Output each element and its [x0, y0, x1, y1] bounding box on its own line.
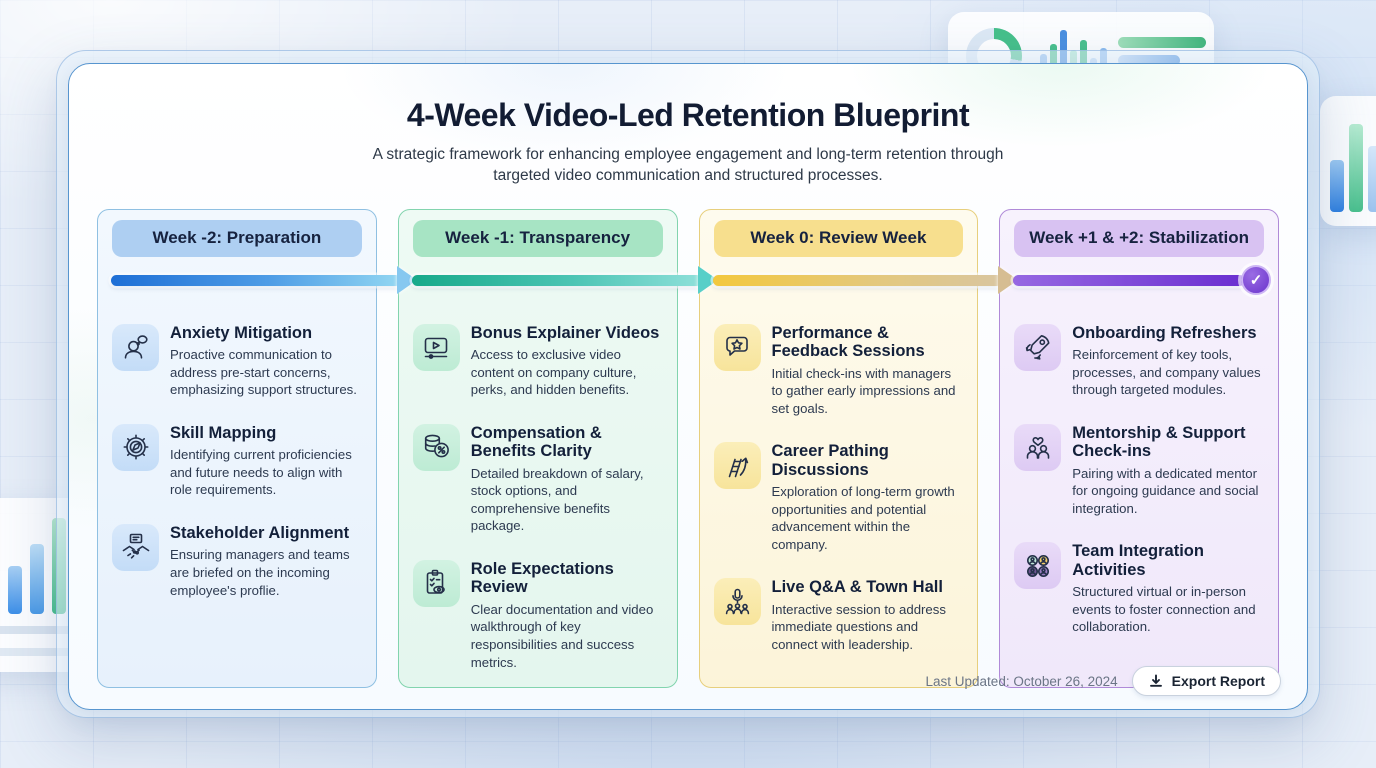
- item-description: Detailed breakdown of salary, stock opti…: [470, 465, 644, 534]
- item-title: Skill Mapping: [170, 423, 277, 442]
- coins-percent-icon: [425, 434, 450, 458]
- video-play-icon: [424, 337, 448, 360]
- export-report-label: Export Report: [1171, 673, 1265, 689]
- item-title: Anxiety Mitigation: [170, 323, 313, 342]
- list-item: Stakeholder Alignment Ensuring managers …: [112, 523, 362, 599]
- item-description: Access to exclusive video content on com…: [470, 347, 637, 398]
- list-item: Live Q&A & Town Hall Interactive session…: [713, 578, 964, 653]
- item-description: Initial check-ins with managers to gathe…: [771, 365, 956, 416]
- item-title: Compensation & Benefits Clarity: [470, 423, 602, 461]
- item-title: Bonus Explainer Videos: [470, 323, 660, 342]
- page-title: 4-Week Video-Led Retention Blueprint: [406, 97, 970, 133]
- item-title: Performance & Feedback Sessions: [771, 323, 925, 361]
- chat-star-icon: [726, 336, 748, 357]
- icon-tile: [412, 559, 460, 607]
- icon-tile: [112, 523, 159, 571]
- clipboard-eye-icon: [426, 570, 446, 595]
- column-week-minus-2: Week -2: Preparation Anxiety Mitigation …: [97, 208, 377, 689]
- icon-tile: [1014, 542, 1062, 590]
- page-subtitle: A strategic framework for enhancing empl…: [372, 146, 1004, 185]
- item-title: Mentorship & Support Check-ins: [1072, 423, 1246, 461]
- column-header-badge: Week -2: Preparation: [112, 219, 362, 257]
- item-description: Interactive session to address immediate…: [771, 601, 946, 653]
- item-title: Onboarding Refreshers: [1072, 323, 1257, 342]
- list-item: Onboarding Refreshers Reinforcement of k…: [1014, 323, 1264, 399]
- item-description: Ensuring managers and teams are briefed …: [170, 547, 350, 598]
- item-description: Proactive communication to address pre-s…: [170, 347, 357, 398]
- gear-compass-icon: [123, 434, 148, 460]
- icon-tile: [112, 323, 159, 371]
- icon-tile: [713, 578, 761, 626]
- item-description: Structured virtual or in-person events t…: [1072, 584, 1256, 635]
- icon-tile: [1014, 323, 1062, 371]
- list-item: Team Integration Activities Structured v…: [1014, 542, 1264, 636]
- text-line-decor: [0, 648, 106, 656]
- item-title: Role Expectations Review: [470, 559, 614, 597]
- green-bar-pill-decor: [1118, 37, 1206, 48]
- item-description: Reinforcement of key tools, processes, a…: [1072, 347, 1261, 398]
- icon-tile: [412, 423, 460, 471]
- list-item: Bonus Explainer Videos Access to exclusi…: [412, 323, 663, 399]
- blueprint-card: 4-Week Video-Led Retention Blueprint A s…: [68, 63, 1308, 710]
- item-title: Career Pathing Discussions: [771, 442, 889, 479]
- list-item: Career Pathing Discussions Exploration o…: [713, 442, 964, 553]
- list-item: Performance & Feedback Sessions Initial …: [713, 323, 964, 418]
- person-thought-icon: [124, 335, 148, 359]
- column-header-badge: Week -1: Transparency: [412, 219, 663, 257]
- rocket-icon: [1025, 335, 1050, 360]
- column-week-plus-1-2: Week +1 & +2: Stabilization Onboarding R…: [999, 208, 1279, 689]
- icon-tile: [412, 323, 460, 371]
- list-item: Role Expectations Review Clear documenta…: [412, 559, 663, 671]
- item-description: Exploration of long-term growth opportun…: [771, 484, 955, 552]
- column-header-badge: Week 0: Review Week: [713, 219, 964, 257]
- item-description: Identifying current proficiencies and fu…: [170, 447, 352, 498]
- item-description: Clear documentation and video walkthroug…: [470, 601, 654, 670]
- column-week-0: Week 0: Review Week Performance & Feedba…: [698, 208, 979, 689]
- column-header-badge: Week +1 & +2: Stabilization: [1014, 219, 1264, 257]
- people-heart-icon: [1026, 437, 1050, 460]
- icon-tile: [713, 442, 761, 490]
- item-description: Pairing with a dedicated mentor for ongo…: [1072, 465, 1259, 516]
- column-week-minus-1: Week -1: Transparency Bonus Explainer Vi…: [397, 208, 678, 689]
- list-item: Anxiety Mitigation Proactive communicati…: [112, 323, 362, 399]
- timeline-columns: Week -2: Preparation Anxiety Mitigation …: [97, 208, 1279, 689]
- microphone-audience-icon: [725, 588, 750, 615]
- handshake-document-icon: [122, 534, 149, 560]
- ladder-arrow-icon: [728, 457, 749, 478]
- team-avatars-icon: [1026, 554, 1049, 577]
- decor-chart-card-right: [1320, 96, 1376, 226]
- last-updated-text: Last Updated: October 26, 2024: [925, 673, 1118, 689]
- icon-tile: [112, 423, 159, 471]
- icon-tile: [713, 323, 761, 371]
- item-title: Stakeholder Alignment: [170, 523, 350, 542]
- export-report-button[interactable]: Export Report: [1131, 666, 1281, 696]
- list-item: Skill Mapping Identifying current profic…: [112, 423, 362, 499]
- item-title: Live Q&A & Town Hall: [771, 578, 943, 597]
- icon-tile: [1014, 423, 1062, 471]
- list-item: Compensation & Benefits Clarity Detailed…: [412, 423, 663, 535]
- card-footer: Last Updated: October 26, 2024 Export Re…: [926, 666, 1281, 696]
- list-item: Mentorship & Support Check-ins Pairing w…: [1014, 423, 1264, 518]
- item-title: Team Integration Activities: [1072, 542, 1204, 579]
- download-icon: [1149, 674, 1162, 687]
- bar-chart-decor: [1330, 124, 1376, 212]
